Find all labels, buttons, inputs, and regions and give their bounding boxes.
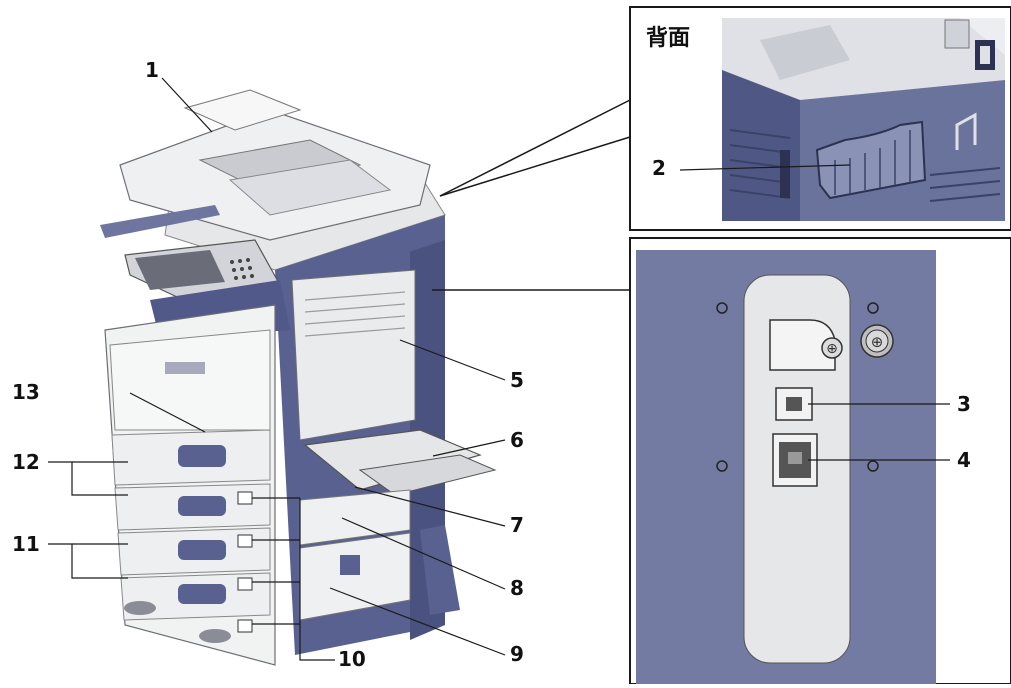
- port-panel-inset: ⊕ ⊕: [629, 237, 1011, 685]
- callout-9: 9: [510, 642, 524, 666]
- callout-6: 6: [510, 428, 524, 452]
- callout-1: 1: [145, 58, 159, 82]
- connector-lines: [432, 99, 631, 291]
- callout-2: 2: [652, 156, 666, 180]
- callout-10: 10: [338, 647, 366, 671]
- callout-12: 12: [12, 450, 40, 474]
- callout-5: 5: [510, 368, 524, 392]
- callout-3: 3: [957, 392, 971, 416]
- callout-13: 13: [12, 380, 40, 404]
- callout-7: 7: [510, 513, 524, 537]
- svg-text:⊕: ⊕: [871, 333, 884, 351]
- rear-view-label: 背面: [646, 26, 691, 51]
- callout-11: 11: [12, 532, 40, 556]
- rear-view-inset: [629, 6, 1011, 231]
- callout-4: 4: [957, 448, 971, 472]
- svg-text:⊕: ⊕: [826, 341, 838, 357]
- callout-8: 8: [510, 576, 524, 600]
- leader-lines: [48, 77, 950, 661]
- mfp-illustration: [100, 89, 497, 666]
